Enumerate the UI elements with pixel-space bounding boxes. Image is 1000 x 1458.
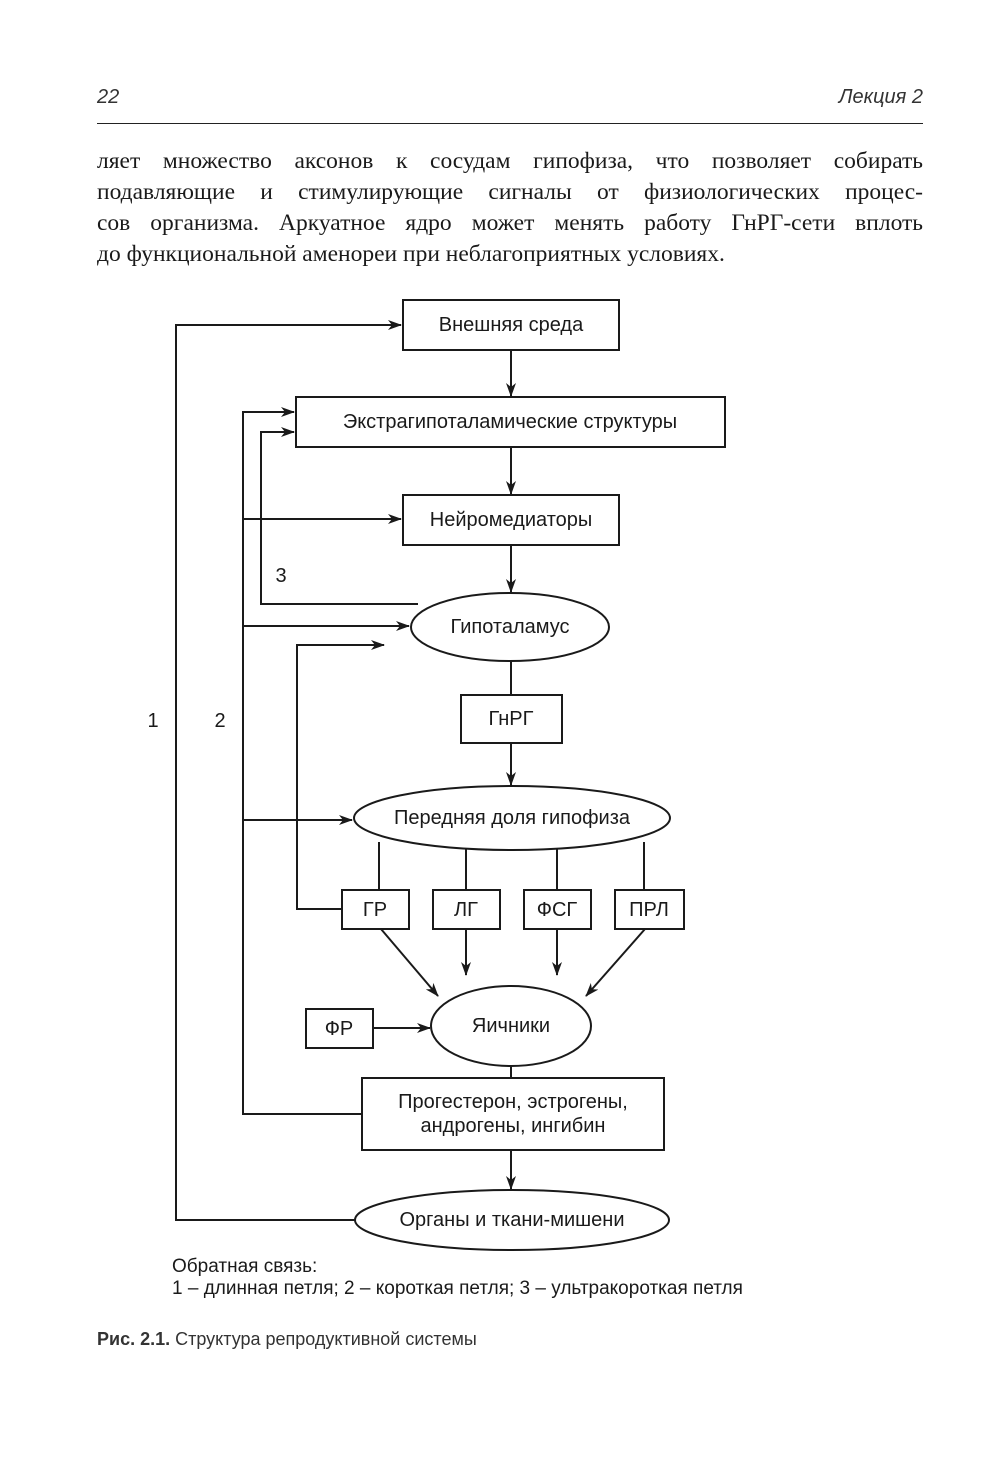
caption-text: Структура репродуктивной системы [175, 1329, 477, 1349]
section-title: Лекция 2 [838, 86, 923, 108]
hypothalamus-label: Гипоталамус [451, 616, 570, 638]
header-rule [97, 123, 923, 124]
anterior-pituitary-label: Передняя доля гипофиза [394, 807, 631, 829]
legend-title: Обратная связь: [172, 1256, 318, 1277]
ovaries-label: Яичники [472, 1015, 550, 1037]
loop-label-long: 1 [147, 710, 158, 732]
arrow-gr-to-ovaries [380, 928, 439, 997]
loop-label-ultrashort: 3 [275, 565, 286, 587]
prl-box [614, 889, 685, 930]
legend-items: 1 – длинная петля; 2 – короткая петля; 3… [172, 1278, 743, 1299]
gr-feedback-loop [296, 640, 385, 910]
paragraph-line: подавляющие и стимулирующие сигналы от ф… [97, 179, 923, 205]
running-head: 22 Лекция 2 [97, 86, 923, 116]
figure-caption: Рис. 2.1. Структура репродуктивной систе… [97, 1329, 477, 1350]
gnrh-label: ГнРГ [489, 708, 534, 730]
hormones-label-line1: Прогестерон, эстрогены, [398, 1091, 628, 1113]
long-feedback-loop [175, 320, 402, 1221]
prl-label: ПРЛ [629, 899, 669, 921]
extrahypothalamic-label: Экстрагипоталамические структуры [343, 411, 677, 433]
paragraph-line: ляет множество аксонов к сосудам гипофиз… [97, 148, 923, 174]
fr-label: ФР [325, 1018, 354, 1040]
paragraph-line: сов организма. Аркуатное ядро может меня… [97, 210, 923, 236]
fsg-label: ФСГ [537, 899, 578, 921]
anterior-pituitary-ellipse [353, 785, 671, 851]
target-organs-label: Органы и ткани-мишени [399, 1209, 624, 1231]
lg-label: ЛГ [454, 899, 478, 921]
diagram-legend: Обратная связь: 1 – длинная петля; 2 – к… [172, 1256, 743, 1300]
body-paragraph: ляет множество аксонов к сосудам гипофиз… [97, 146, 923, 270]
neurotransmitters-label: Нейромедиаторы [430, 509, 593, 531]
paragraph-line: до функциональной аменореи при неблагопр… [97, 241, 725, 267]
loop-label-short: 2 [214, 710, 225, 732]
arrow-prl-to-ovaries [585, 928, 646, 997]
ultrashort-feedback-loop [260, 427, 418, 605]
external-env-label: Внешняя среда [439, 314, 584, 336]
hormones-label-line2: андрогены, ингибин [421, 1115, 606, 1137]
page-number: 22 [97, 86, 120, 108]
caption-label: Рис. 2.1. [97, 1329, 171, 1349]
hormones-box [361, 1077, 665, 1151]
gr-label: ГР [363, 899, 387, 921]
short-feedback-loop [242, 407, 362, 1115]
